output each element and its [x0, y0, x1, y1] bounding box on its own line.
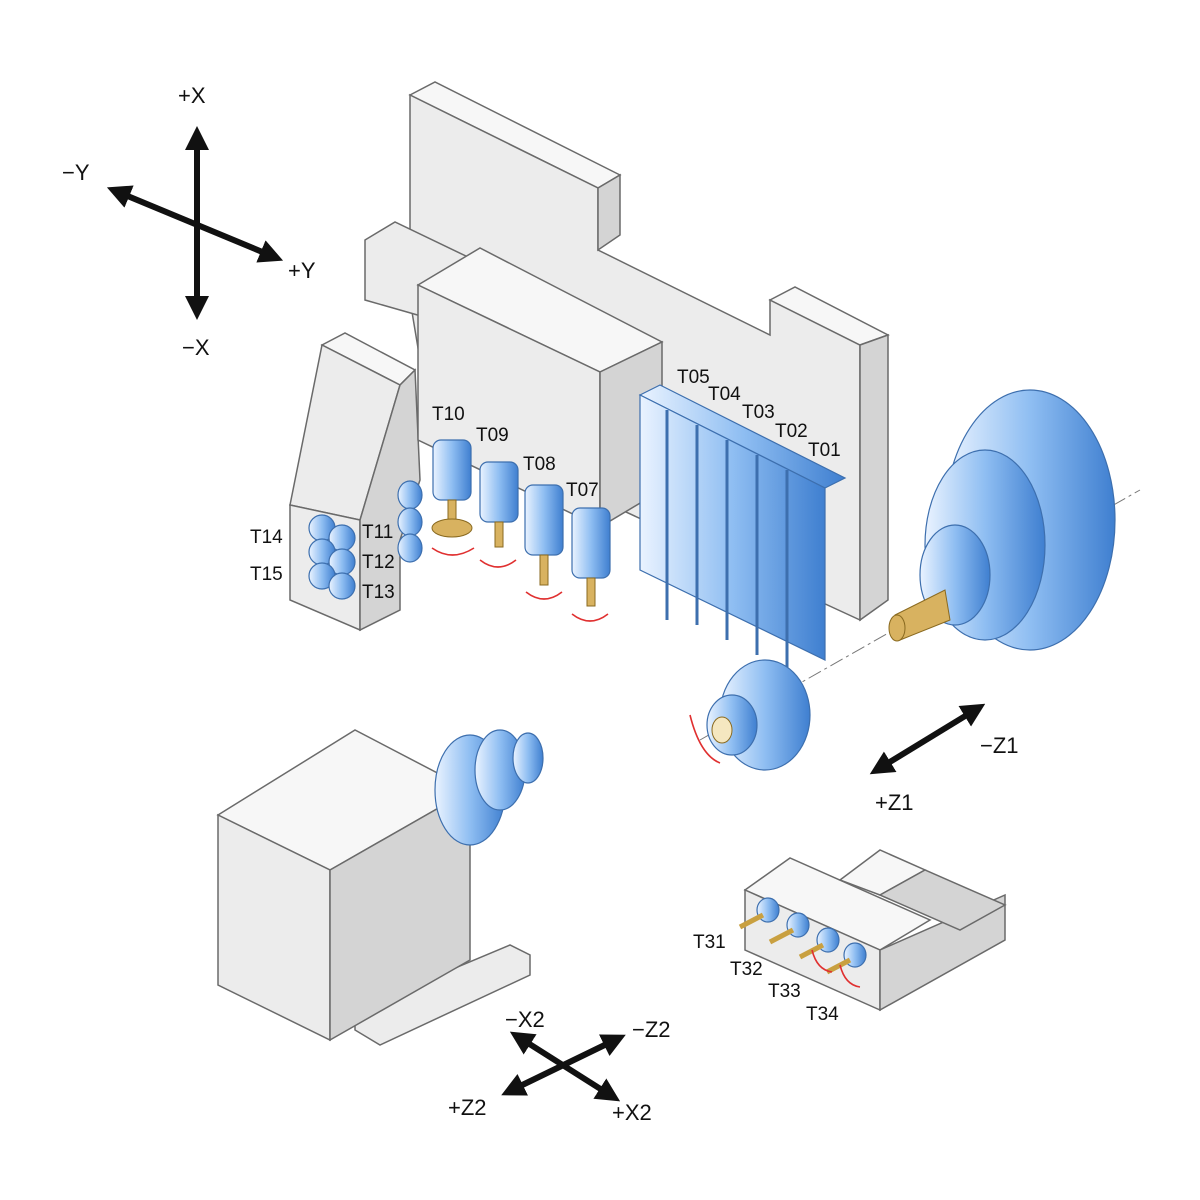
tool-label-t01: T01 [808, 440, 841, 461]
tool-label-t31: T31 [693, 932, 726, 953]
main-axis-cross: +X −Y +Y −X [62, 83, 316, 360]
tool-label-t34: T34 [806, 1004, 839, 1025]
tool-label-t11: T11 [362, 522, 393, 543]
tool-label-t15: T15 [250, 564, 283, 585]
lower-tool-block: T31 T32 T33 T34 [693, 849, 1007, 1025]
tool-label-t08: T08 [523, 454, 556, 475]
tool-label-t04: T04 [708, 384, 741, 405]
label-plus-z1: +Z1 [875, 790, 914, 815]
main-spindle [699, 389, 1141, 741]
sub-tool-cylinder [689, 659, 811, 771]
side-tool-block: T14 T15 T11 T12 T13 [250, 332, 423, 632]
label-minus-z2: −Z2 [632, 1017, 671, 1042]
label-plus-z2: +Z2 [448, 1095, 487, 1120]
live-tool-spindles [431, 439, 611, 622]
label-minus-y: −Y [62, 160, 90, 185]
tool-label-t02: T02 [775, 421, 808, 442]
lower-tools [738, 897, 867, 988]
side-tool-cluster [308, 480, 423, 600]
tool-label-t32: T32 [730, 959, 763, 980]
y-axis-arrow [106, 185, 284, 263]
tool-label-t14: T14 [250, 527, 283, 548]
tool-label-t07: T07 [566, 480, 599, 501]
label-minus-z1: −Z1 [980, 733, 1019, 758]
live-tool-head: T10 T09 T08 T07 [416, 247, 664, 622]
x2-z2-axis-cross: −X2 −Z2 +Z2 +X2 [448, 1007, 671, 1125]
z1-axis-arrow [869, 703, 986, 775]
tool-label-t10: T10 [432, 404, 465, 425]
label-plus-x: +X [178, 83, 206, 108]
label-minus-x2: −X2 [505, 1007, 545, 1032]
label-minus-x: −X [182, 335, 210, 360]
label-plus-y: +Y [288, 258, 316, 283]
tool-label-t03: T03 [742, 402, 775, 423]
sub-spindle-housing [216, 729, 544, 1046]
tool-label-t09: T09 [476, 425, 509, 446]
tool-label-t05: T05 [677, 367, 710, 388]
gang-tool-turret: T05 T04 T03 T02 T01 [638, 367, 847, 670]
z1-axis: −Z1 +Z1 [869, 703, 1019, 815]
tool-label-t33: T33 [768, 981, 801, 1002]
tool-label-t12: T12 [362, 552, 395, 573]
tool-label-t13: T13 [362, 582, 395, 603]
label-plus-x2: +X2 [612, 1100, 652, 1125]
z2-axis-arrow [501, 1034, 626, 1096]
